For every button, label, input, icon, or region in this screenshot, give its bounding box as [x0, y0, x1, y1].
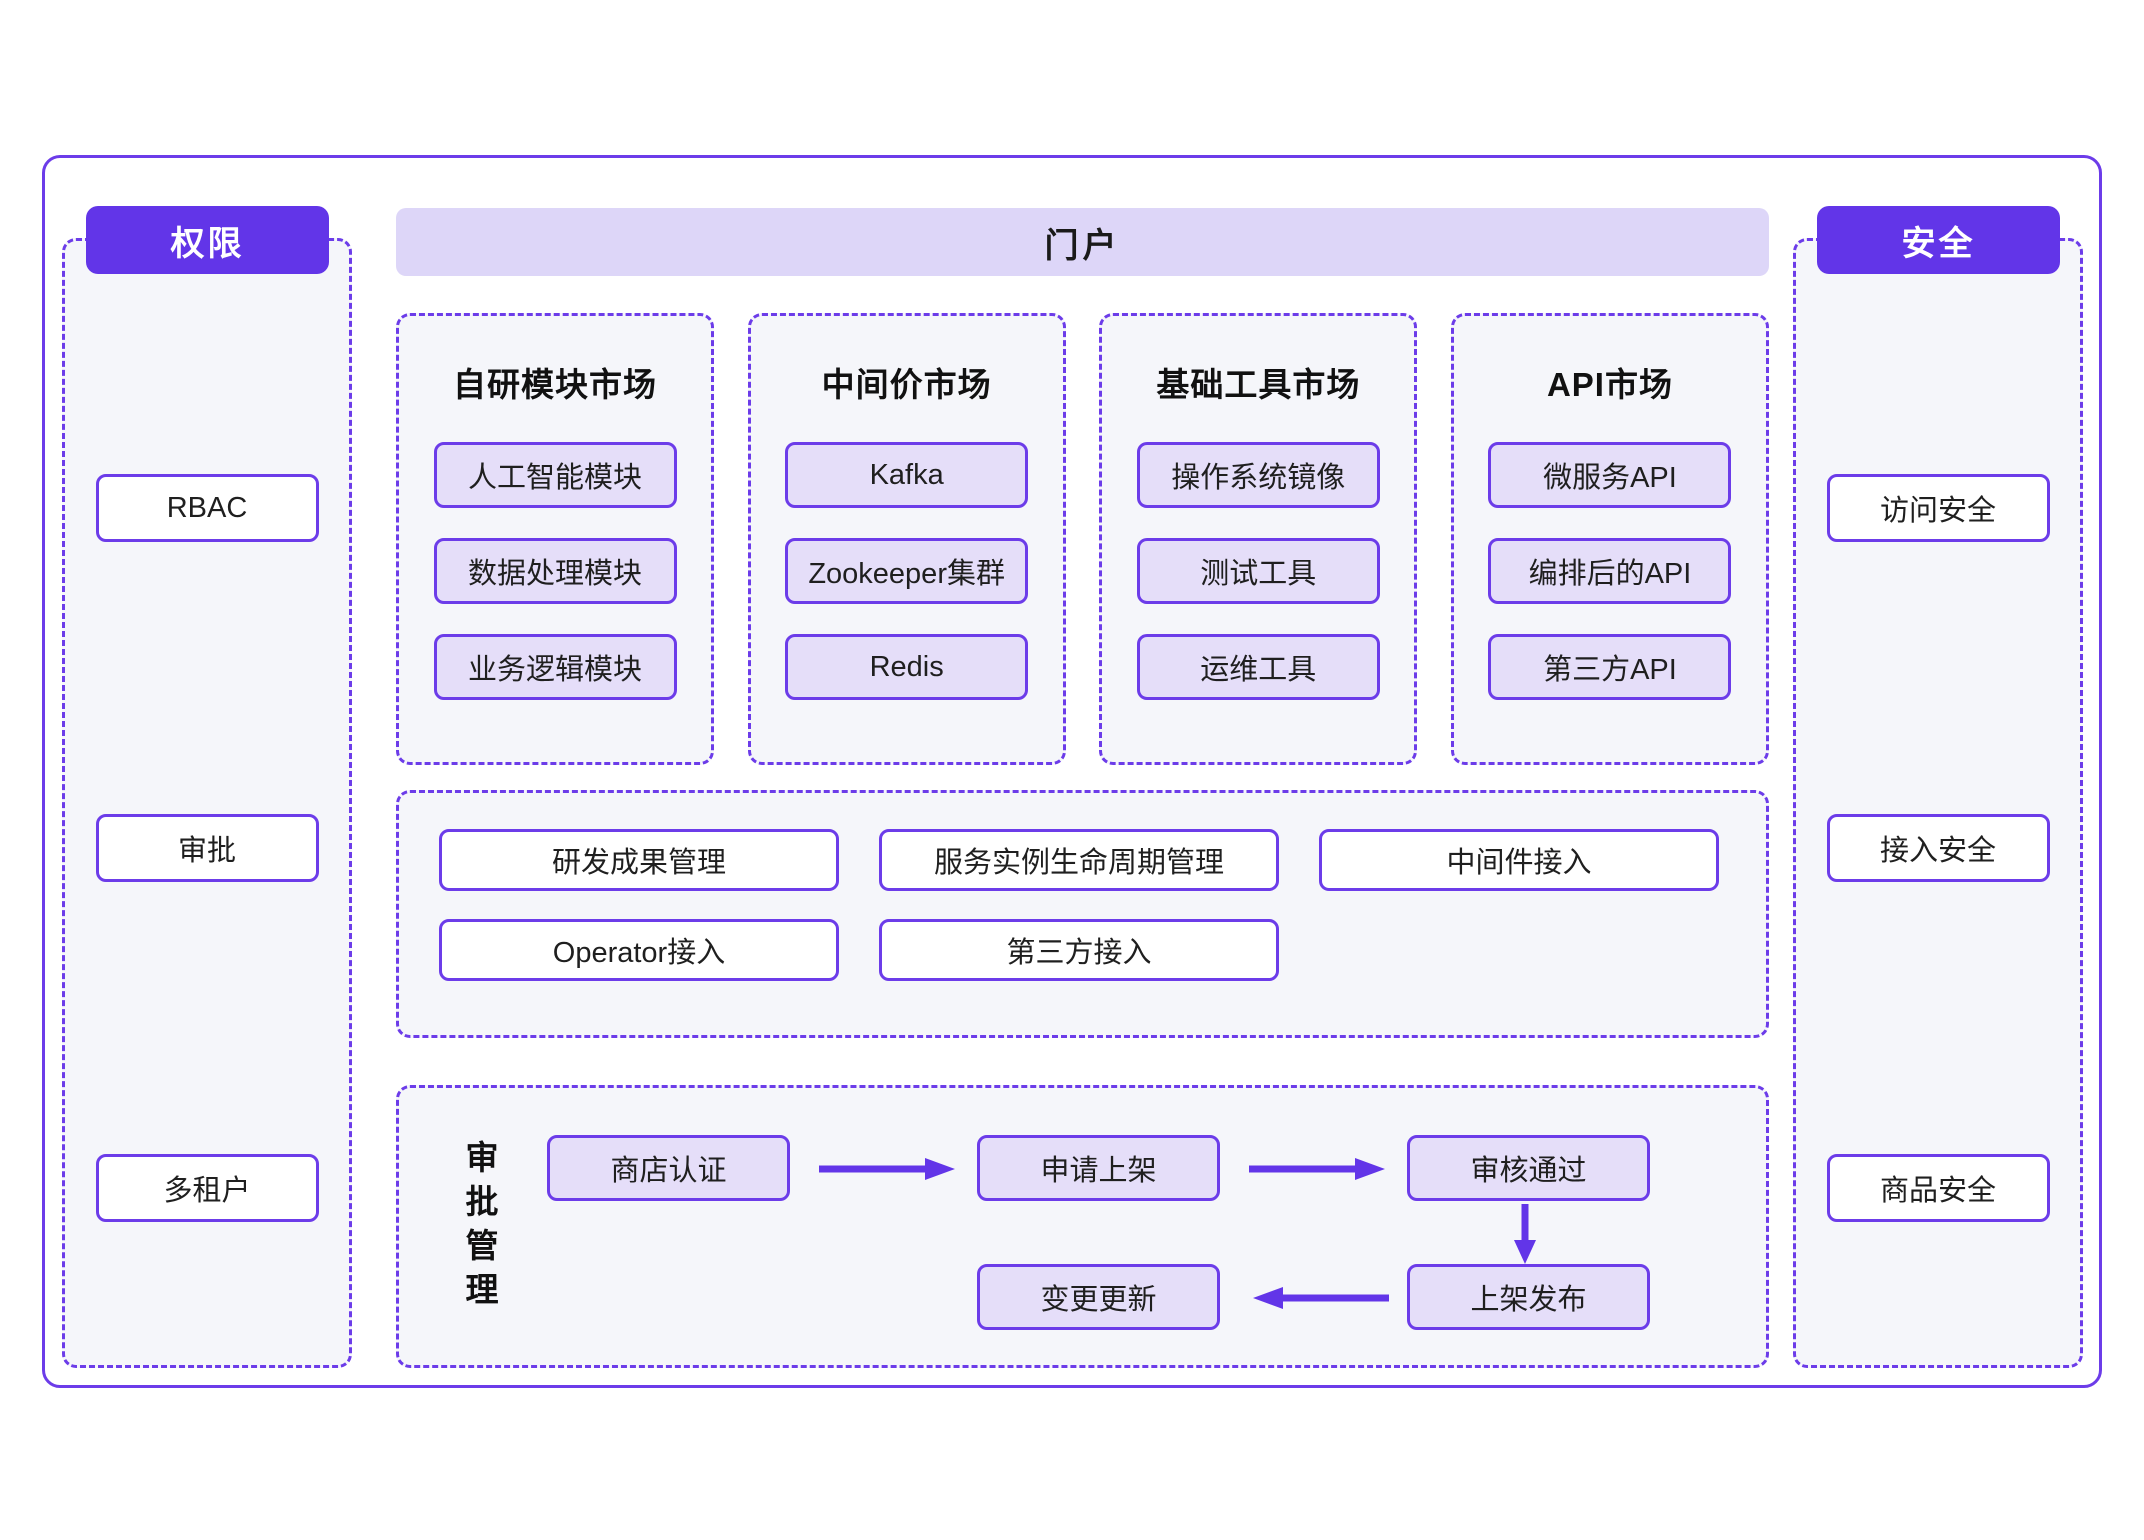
security-item-access[interactable]: 访问安全: [1826, 474, 2050, 542]
market-card-self-developed: 自研模块市场 人工智能模块 数据处理模块 业务逻辑模块: [396, 313, 714, 765]
permission-item-approval[interactable]: 审批: [95, 814, 319, 882]
market-card-basic-tools: 基础工具市场 操作系统镜像 测试工具 运维工具: [1099, 313, 1418, 765]
market-title: 中间价市场: [821, 366, 992, 403]
arrow-down-icon: [1514, 1204, 1536, 1264]
flow-step-shop-certification[interactable]: 商店认证: [547, 1135, 790, 1201]
market-title: API市场: [1546, 366, 1673, 403]
market-item[interactable]: 微服务API: [1488, 442, 1732, 508]
security-item-connection[interactable]: 接入安全: [1826, 814, 2050, 882]
approval-section-label: 审 批 管 理: [465, 1139, 499, 1308]
market-item[interactable]: 测试工具: [1136, 538, 1380, 604]
security-item-product[interactable]: 商品安全: [1826, 1154, 2050, 1222]
market-item[interactable]: 运维工具: [1136, 634, 1380, 700]
market-title: 基础工具市场: [1156, 366, 1361, 403]
market-item[interactable]: 人工智能模块: [433, 442, 677, 508]
capability-item-operator-access[interactable]: Operator接入: [439, 919, 839, 981]
capability-row-2: Operator接入 第三方接入: [439, 919, 1726, 981]
flow-step-publish-listing[interactable]: 上架发布: [1407, 1264, 1650, 1330]
capability-item-rd-achievement[interactable]: 研发成果管理: [439, 829, 839, 891]
arrow-left-icon: [1253, 1287, 1389, 1309]
markets-row: 自研模块市场 人工智能模块 数据处理模块 业务逻辑模块 中间价市场 Kafka …: [396, 313, 1769, 765]
portal-header: 门户: [396, 208, 1769, 276]
capability-item-thirdparty-access[interactable]: 第三方接入: [879, 919, 1279, 981]
permission-column-badge: 权限: [86, 206, 329, 274]
market-item[interactable]: 编排后的API: [1488, 538, 1732, 604]
flow-step-review-passed[interactable]: 审核通过: [1407, 1135, 1650, 1201]
capability-section: 研发成果管理 服务实例生命周期管理 中间件接入 Operator接入 第三方接入: [396, 790, 1769, 1038]
market-card-middleware: 中间价市场 Kafka Zookeeper集群 Redis: [747, 313, 1066, 765]
permission-item-rbac[interactable]: RBAC: [95, 474, 319, 542]
market-item[interactable]: 操作系统镜像: [1136, 442, 1380, 508]
flow-step-apply-listing[interactable]: 申请上架: [977, 1135, 1220, 1201]
market-item[interactable]: Zookeeper集群: [785, 538, 1029, 604]
security-column-items: 访问安全 接入安全 商品安全: [1793, 338, 2083, 1358]
market-item[interactable]: 第三方API: [1488, 634, 1732, 700]
capability-item-middleware-access[interactable]: 中间件接入: [1319, 829, 1719, 891]
market-title: 自研模块市场: [453, 366, 657, 403]
permission-column-items: RBAC 审批 多租户: [62, 338, 352, 1358]
security-column-badge: 安全: [1817, 206, 2060, 274]
arrow-right-icon: [1249, 1158, 1385, 1180]
permission-column: 权限 RBAC 审批 多租户: [62, 206, 352, 1368]
market-card-api: API市场 微服务API 编排后的API 第三方API: [1450, 313, 1769, 765]
capability-row-1: 研发成果管理 服务实例生命周期管理 中间件接入: [439, 829, 1726, 891]
capability-item-service-lifecycle[interactable]: 服务实例生命周期管理: [879, 829, 1279, 891]
market-item[interactable]: 业务逻辑模块: [433, 634, 677, 700]
market-item[interactable]: 数据处理模块: [433, 538, 677, 604]
approval-section: 审 批 管 理 商店认证 申请上架 审核通过 上架发布 变更更新: [396, 1085, 1769, 1368]
market-item[interactable]: Kafka: [785, 442, 1029, 508]
flow-step-change-update[interactable]: 变更更新: [977, 1264, 1220, 1330]
permission-item-multitenant[interactable]: 多租户: [95, 1154, 319, 1222]
market-item[interactable]: Redis: [785, 634, 1029, 700]
security-column: 安全 访问安全 接入安全 商品安全: [1793, 206, 2083, 1368]
arrow-right-icon: [819, 1158, 955, 1180]
